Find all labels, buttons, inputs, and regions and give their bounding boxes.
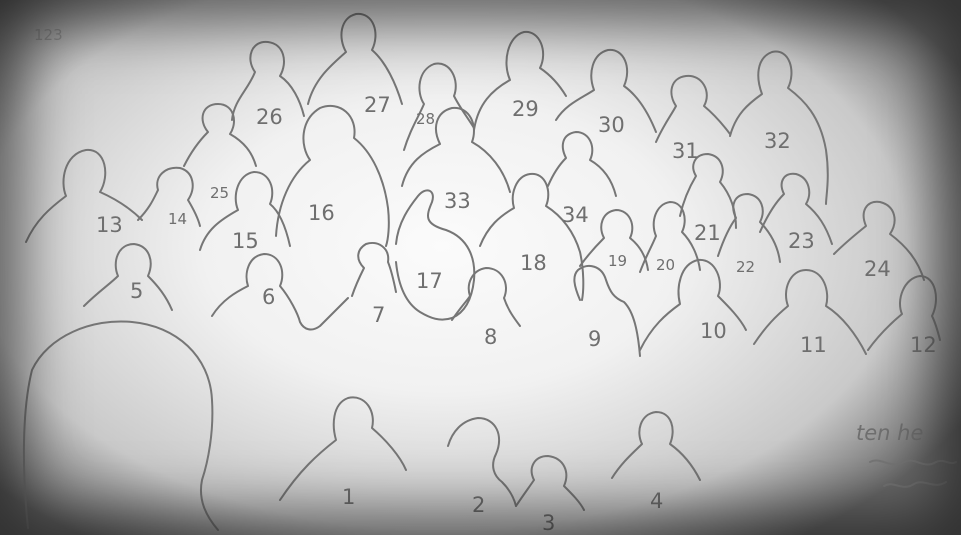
silhouette-3 (516, 456, 584, 510)
silhouette-7 (352, 243, 396, 296)
silhouette-32 (730, 52, 828, 204)
label-31: 31 (672, 139, 699, 163)
label-26: 26 (256, 105, 283, 129)
label-8: 8 (484, 325, 497, 349)
label-4: 4 (650, 489, 663, 513)
label-29: 29 (512, 97, 539, 121)
silhouette-6 (212, 254, 348, 329)
corner-scribble (870, 460, 956, 464)
label-14: 14 (168, 210, 187, 228)
silhouette-outlines (24, 14, 940, 530)
corner-scribble-2 (884, 482, 946, 487)
label-33: 33 (444, 189, 471, 213)
label-15: 15 (232, 229, 259, 253)
label-6: 6 (262, 285, 275, 309)
silhouette-5 (84, 244, 172, 310)
silhouette-28 (404, 63, 474, 150)
label-19: 19 (608, 252, 627, 270)
label-5: 5 (130, 279, 143, 303)
corner-note: ten he (856, 421, 923, 445)
silhouette-22 (718, 194, 780, 262)
silhouette-13 (26, 150, 142, 242)
label-2: 2 (472, 493, 485, 517)
label-1: 1 (342, 485, 355, 509)
silhouette-21 (680, 154, 736, 228)
top-left-mark: 123 (34, 26, 63, 44)
label-16: 16 (308, 201, 335, 225)
label-20: 20 (656, 256, 675, 274)
label-21: 21 (694, 221, 721, 245)
label-32: 32 (764, 129, 791, 153)
label-23: 23 (788, 229, 815, 253)
silhouette-27 (308, 14, 402, 104)
silhouette-31 (656, 76, 730, 142)
label-10: 10 (700, 319, 727, 343)
label-24: 24 (864, 257, 891, 281)
silhouette-25 (184, 104, 256, 166)
silhouette-18 (480, 174, 583, 300)
label-13: 13 (96, 213, 123, 237)
label-3: 3 (542, 511, 555, 535)
label-12: 12 (910, 333, 937, 357)
silhouette-4 (612, 412, 700, 480)
number-labels: 13 14 25 15 16 26 27 28 29 30 31 32 33 3… (96, 93, 937, 535)
label-30: 30 (598, 113, 625, 137)
label-18: 18 (520, 251, 547, 275)
label-34: 34 (562, 203, 589, 227)
label-27: 27 (364, 93, 391, 117)
label-22: 22 (736, 258, 755, 276)
label-9: 9 (588, 327, 601, 351)
label-17: 17 (416, 269, 443, 293)
label-7: 7 (372, 303, 385, 327)
label-25: 25 (210, 184, 229, 202)
silhouette-8 (452, 268, 520, 326)
silhouette-large-head (24, 321, 218, 530)
silhouette-34 (548, 132, 616, 196)
label-28: 28 (416, 110, 435, 128)
label-11: 11 (800, 333, 827, 357)
